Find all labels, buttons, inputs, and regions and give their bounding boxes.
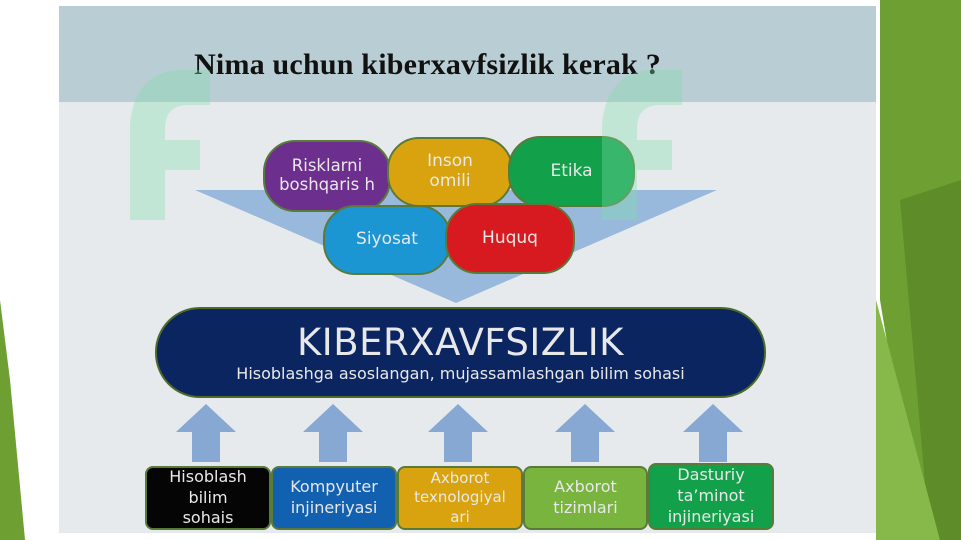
slide-title: Nima uchun kiberxavfsizlik kerak ?: [194, 48, 661, 81]
node-axborot-tizimlari: Axborot tizimlari: [523, 466, 648, 530]
node-hisoblash-bilim-sohasi: Hisoblash bilim sohais: [145, 466, 271, 530]
banner-title: KIBERXAVFSIZLIK: [297, 321, 624, 364]
node-label: Etika: [550, 160, 593, 181]
up-arrow-icon: [683, 404, 743, 462]
node-axborot-texnologiyalari: Axborot texnologiyal ari: [397, 466, 523, 530]
node-label: Huquq: [482, 227, 538, 248]
node-risklarni-boshqarish: Risklarni boshqaris h: [263, 140, 391, 212]
node-label: Kompyuter injineriyasi: [290, 477, 378, 517]
node-label: Axborot texnologiyal ari: [414, 468, 506, 526]
node-label: Risklarni boshqaris h: [279, 156, 375, 194]
up-arrow-icon: [303, 404, 363, 462]
up-arrow-icon: [176, 404, 236, 462]
up-arrow-icon: [428, 404, 488, 462]
node-dasturiy-taminot-injineriyasi: Dasturiy ta’minot injineriyasi: [648, 463, 774, 530]
node-kompyuter-injineriyasi: Kompyuter injineriyasi: [271, 466, 397, 530]
node-label: Hisoblash bilim sohais: [169, 466, 247, 528]
node-siyosat: Siyosat: [323, 205, 451, 275]
node-label: Siyosat: [356, 229, 418, 250]
node-huquq: Huquq: [445, 203, 575, 274]
watermark-logo: [602, 70, 682, 220]
banner-subtitle: Hisoblashga asoslangan, mujassamlashgan …: [236, 364, 685, 383]
node-label: Axborot tizimlari: [553, 477, 618, 517]
node-etika: Etika: [508, 136, 635, 207]
watermark-logo: [130, 70, 210, 220]
node-label: Inson omili: [427, 151, 473, 191]
title-bar: Nima uchun kiberxavfsizlik kerak ?: [59, 6, 876, 102]
node-inson-omili: Inson omili: [387, 137, 513, 207]
up-arrow-icon: [555, 404, 615, 462]
center-banner: KIBERXAVFSIZLIK Hisoblashga asoslangan, …: [155, 307, 766, 398]
node-label: Dasturiy ta’minot injineriyasi: [667, 465, 755, 526]
